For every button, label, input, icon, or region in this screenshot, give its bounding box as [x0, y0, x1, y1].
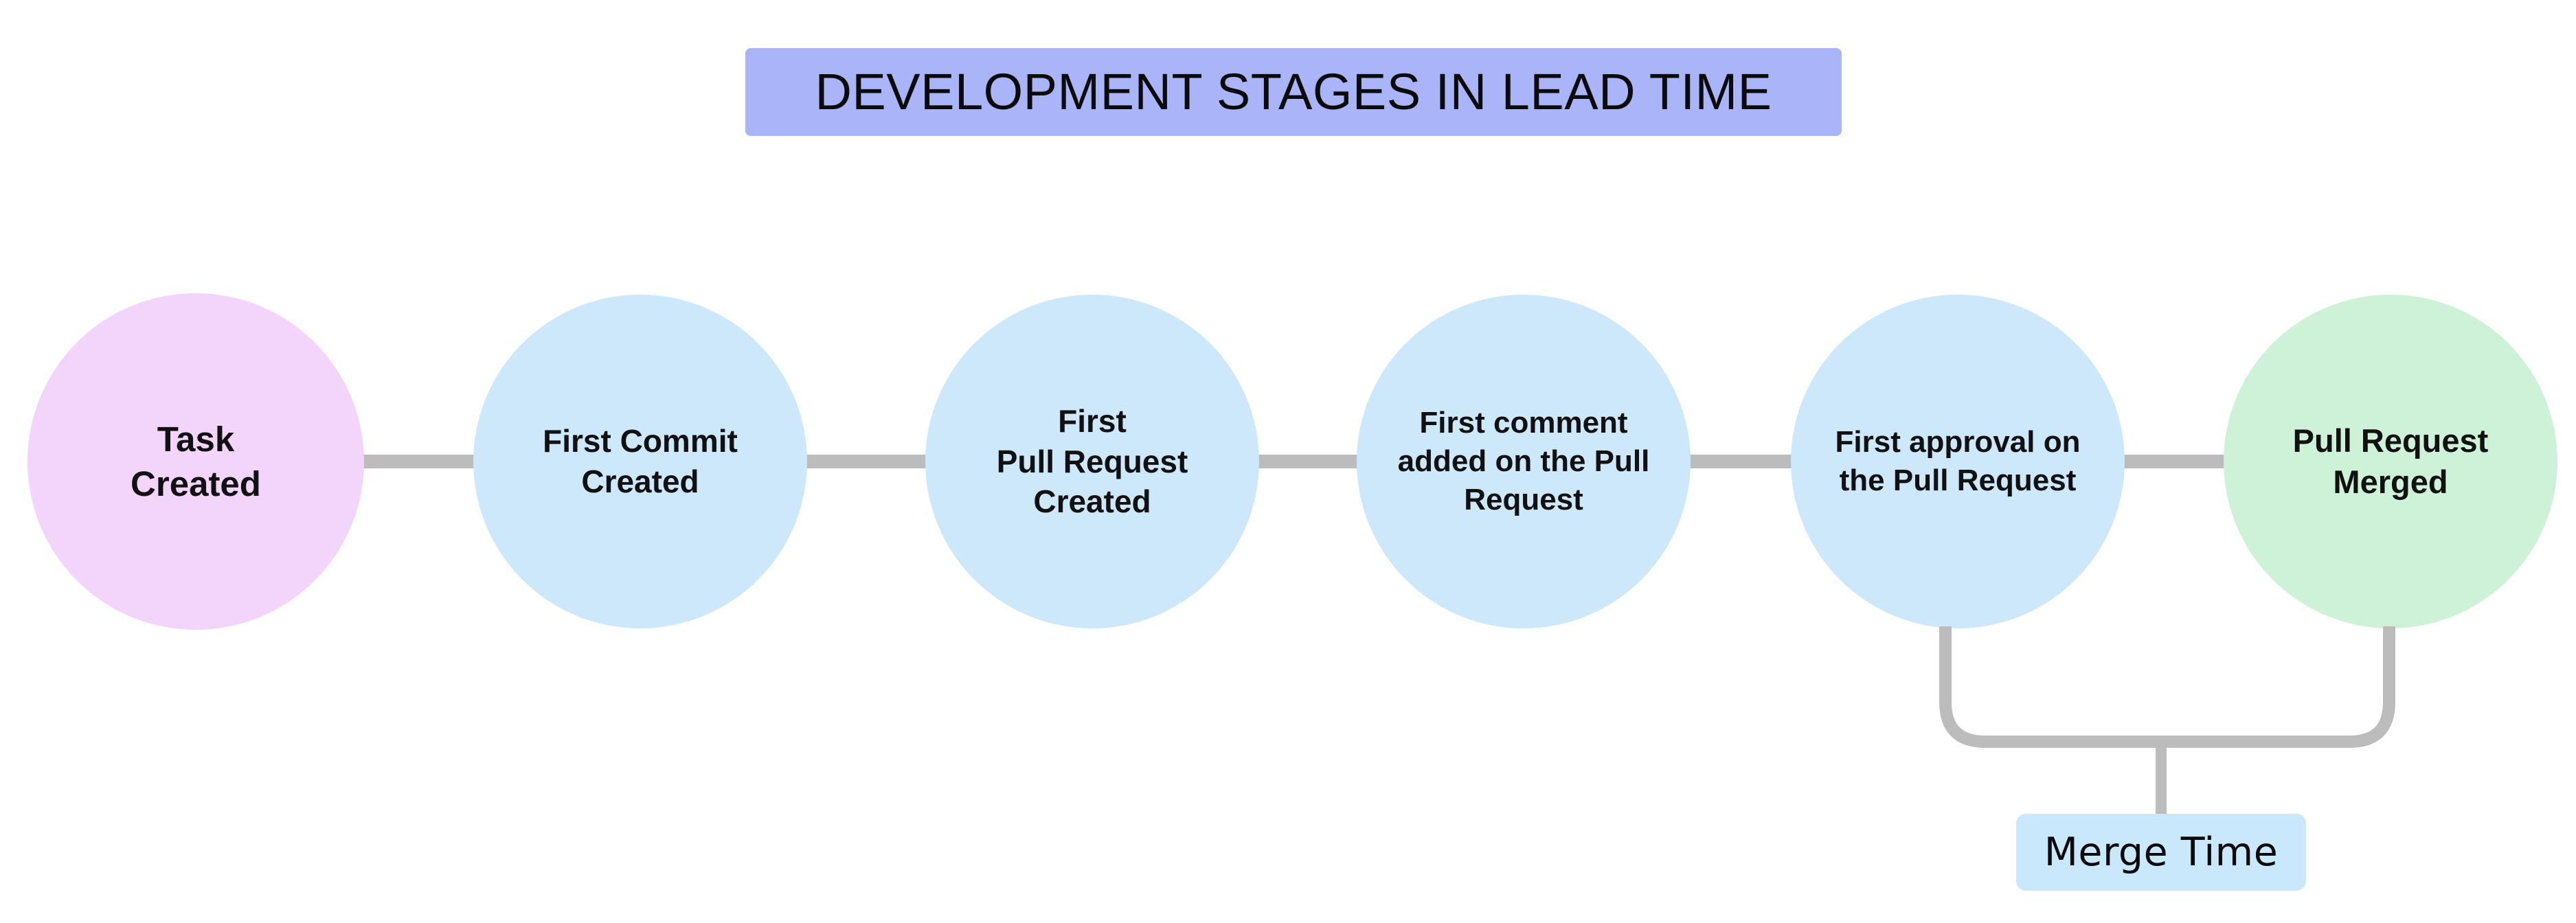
connector-line-5-6: [2123, 455, 2226, 468]
stage-node-first-commit-created[interactable]: First Commit Created: [473, 295, 807, 628]
stage-node-task-created[interactable]: Task Created: [27, 293, 364, 630]
page-title: DEVELOPMENT STAGES IN LEAD TIME: [815, 63, 1772, 120]
merge-time-bracket-path: [1939, 626, 2395, 748]
merge-time-badge[interactable]: Merge Time: [2016, 814, 2306, 891]
stage-label-first-pull-request-created: First Pull Request Created: [996, 402, 1188, 520]
stage-label-task-created: Task Created: [131, 419, 261, 503]
connector-line-4-5: [1688, 455, 1792, 468]
stage-node-first-approval-on-pull-request[interactable]: First approval on the Pull Request: [1791, 295, 2125, 628]
merge-time-label: Merge Time: [2044, 830, 2279, 875]
connector-line-1-2: [363, 455, 475, 468]
connector-line-2-3: [806, 455, 927, 468]
stage-node-first-comment-on-pull-request[interactable]: First comment added on the Pull Request: [1357, 295, 1691, 628]
stage-label-first-approval-on-pull-request: First approval on the Pull Request: [1835, 424, 2081, 497]
stage-label-first-comment-on-pull-request: First comment added on the Pull Request: [1397, 405, 1650, 517]
connector-line-3-4: [1258, 455, 1358, 468]
stage-node-first-pull-request-created[interactable]: First Pull Request Created: [925, 295, 1259, 628]
stage-label-first-commit-created: First Commit Created: [543, 423, 738, 499]
stage-node-pull-request-merged[interactable]: Pull Request Merged: [2224, 295, 2557, 628]
stage-label-pull-request-merged: Pull Request Merged: [2292, 422, 2489, 500]
page-title-banner: DEVELOPMENT STAGES IN LEAD TIME: [745, 48, 1842, 136]
